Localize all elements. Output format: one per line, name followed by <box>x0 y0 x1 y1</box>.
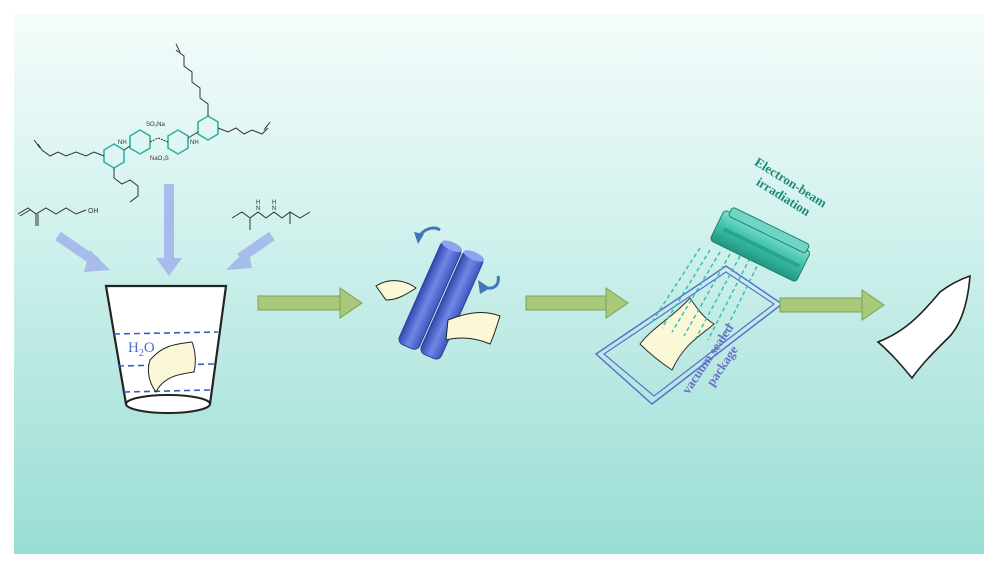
background-panel <box>14 14 984 554</box>
water-line-mid <box>117 363 215 367</box>
process-arrow-1 <box>257 287 363 319</box>
bis-acrylamide-structure <box>231 211 311 230</box>
final-fabric <box>876 274 971 380</box>
water-label: H2O <box>128 340 155 359</box>
hydroxyethyl-acrylate-structure <box>17 207 87 226</box>
right-benzene-ring <box>167 129 189 155</box>
feed-arrow-center-head <box>156 258 182 276</box>
left-benzene-ring <box>129 129 151 155</box>
electron-beam-rays <box>651 247 761 343</box>
process-arrow-2 <box>525 287 629 319</box>
dye-labels: SO₃Na NaO₃S NH NH <box>118 122 199 162</box>
so3na-top-label: SO₃Na <box>146 122 165 128</box>
feed-arrow-left-head <box>84 250 110 272</box>
fabric-in-beaker <box>147 341 196 393</box>
feed-arrows <box>55 184 275 276</box>
process-arrow-3 <box>779 289 885 321</box>
n-label-b: N <box>272 206 276 212</box>
so3na-bottom-label: NaO₃S <box>150 156 169 162</box>
bis-acrylamide-labels: N H N H <box>256 200 276 212</box>
beaker-base <box>125 394 211 414</box>
n-label-a: N <box>256 206 260 212</box>
left-triazine-ring <box>103 143 125 169</box>
package-outline-inner <box>603 271 776 397</box>
oh-label: OH <box>88 208 99 215</box>
h-label-b: H <box>272 200 276 206</box>
fabric-strip-out <box>445 312 501 345</box>
h-label-a: H <box>256 200 260 206</box>
padding-rollers <box>375 226 501 360</box>
water-line-bottom <box>123 389 211 393</box>
water-line-top <box>113 331 219 335</box>
feed-arrow-center <box>164 184 174 260</box>
feed-arrow-right-head <box>226 248 252 270</box>
electron-beam-device <box>710 207 810 282</box>
nh-left-label: NH <box>118 140 127 146</box>
beaker: H2O <box>104 284 228 414</box>
reactive-dye-structure <box>33 43 271 203</box>
nh-right-label: NH <box>190 140 199 146</box>
fabric-strip-in <box>375 280 417 301</box>
